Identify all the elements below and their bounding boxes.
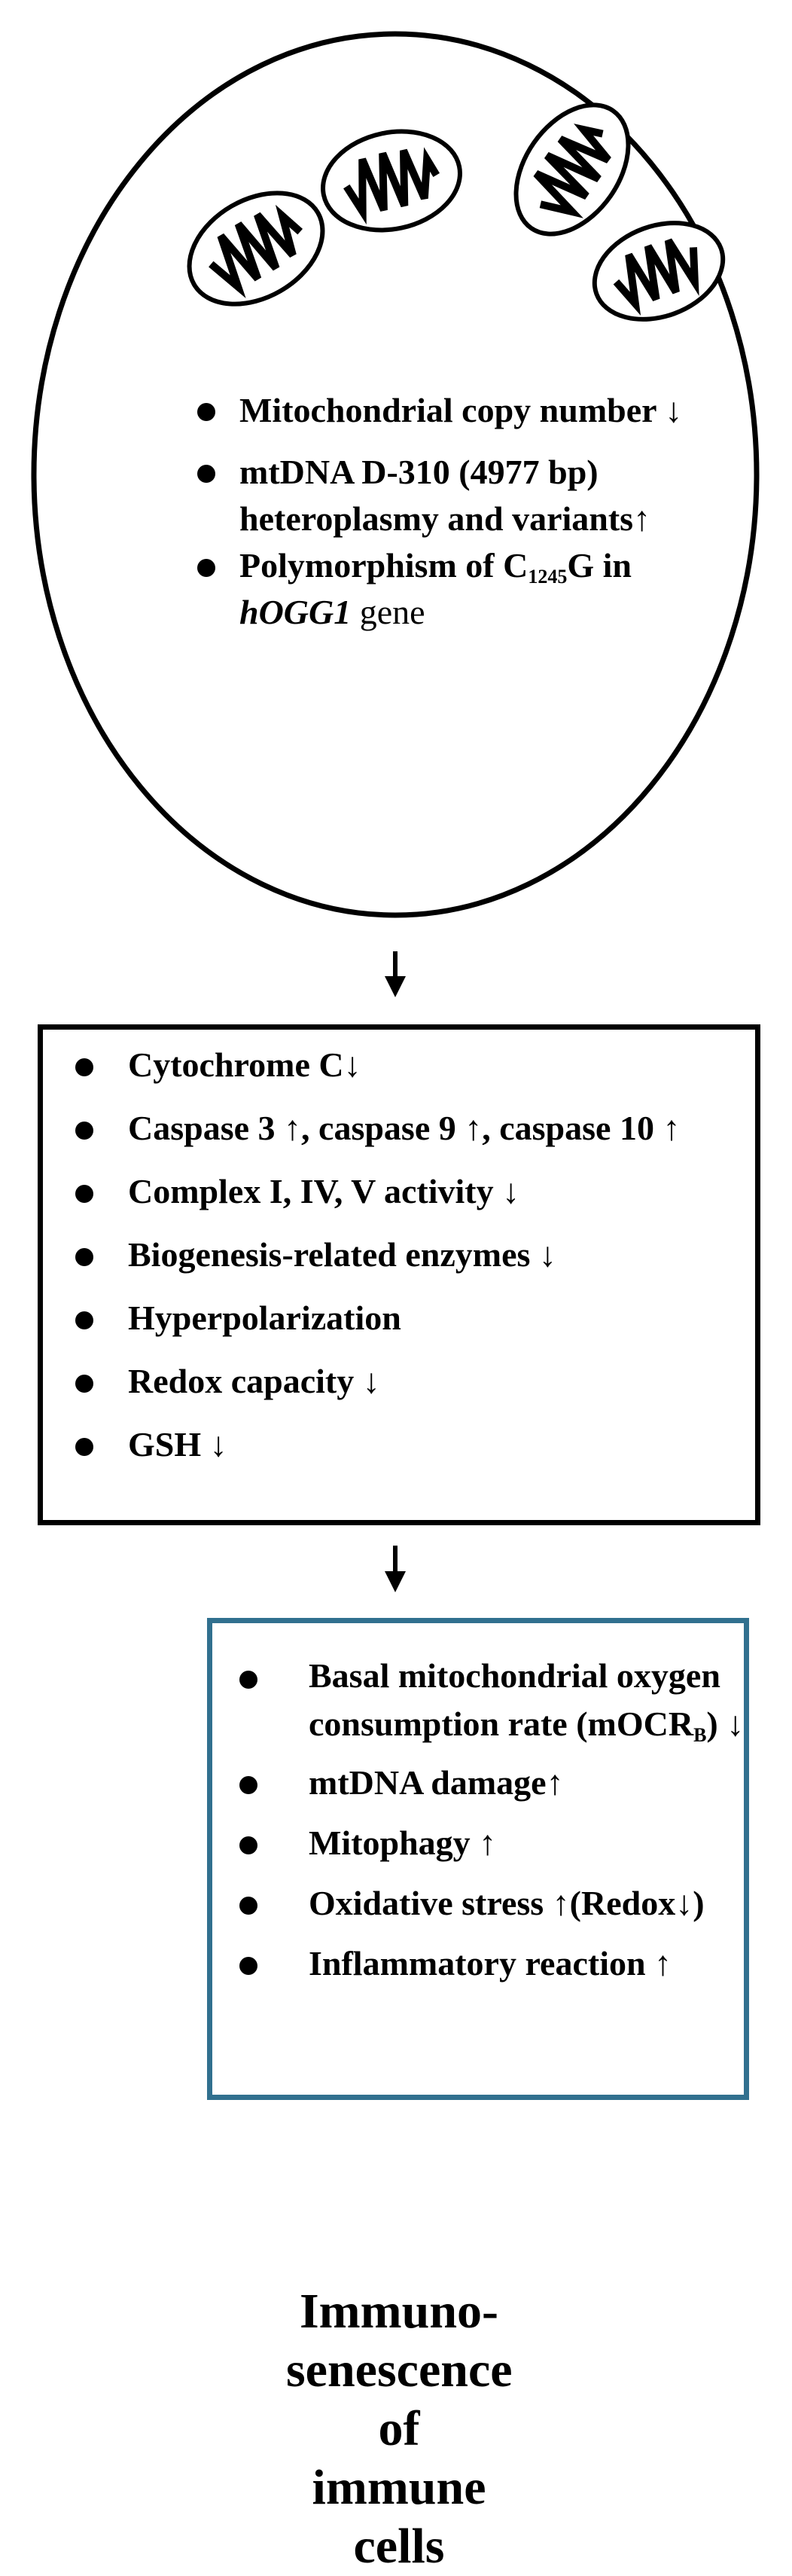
bullet-icon — [239, 1671, 257, 1689]
ocr-subscript: B — [693, 1724, 707, 1746]
diagram-canvas — [31, 31, 760, 1592]
ocr-suffix: ) ↓ — [706, 1705, 745, 1743]
mito-item-polymorphism: Polymorphism of C1245G in — [239, 544, 632, 588]
bullet-icon — [75, 1058, 93, 1076]
gene-suffix: gene — [351, 593, 425, 631]
mitochondrion-icon — [321, 129, 462, 233]
box2-item: mtDNA damage↑ — [309, 1763, 564, 1802]
bullet-icon — [239, 1776, 257, 1794]
mitochondrion-icon — [513, 102, 631, 237]
outcome-line: senescence — [286, 2343, 513, 2397]
bullet-icon — [75, 1375, 93, 1393]
bullet-icon — [239, 1957, 257, 1975]
bullet-icon — [75, 1248, 93, 1266]
box2-item: Mitophagy ↑ — [309, 1824, 497, 1862]
arrow-down-icon — [385, 1546, 406, 1592]
mitochondrion-icon — [592, 221, 726, 322]
bullet-icon — [197, 465, 215, 483]
box1-item: Redox capacity ↓ — [128, 1362, 380, 1400]
outcome-line: of immune — [312, 2401, 486, 2515]
box1-item: Biogenesis-related enzymes ↓ — [128, 1235, 556, 1274]
box1-item: Caspase 3 ↑, caspase 9 ↑, caspase 10 ↑ — [128, 1109, 681, 1147]
bullet-icon — [239, 1836, 257, 1854]
bullet-icon — [75, 1122, 93, 1140]
bullet-icon — [197, 559, 215, 577]
outcome-text: Immuno- senescence of immune cells — [286, 2282, 513, 2576]
box2-item: Inflammatory reaction ↑ — [309, 1944, 672, 1982]
bullet-icon — [239, 1897, 257, 1915]
polymorphism-subscript: 1245 — [528, 566, 568, 588]
polymorphism-suffix: G in — [567, 546, 632, 584]
mito-item-mtdna-line2: heteroplasmy and variants↑ — [239, 499, 651, 538]
mito-item-copy-number: Mitochondrial copy number ↓ — [239, 391, 683, 429]
box1-item: GSH ↓ — [128, 1425, 227, 1463]
box2-item: Oxidative stress ↑(Redox↓) — [309, 1884, 705, 1922]
cell-circle — [31, 31, 760, 918]
box2-item-ocr-line2: consumption rate (mOCRB) ↓ — [309, 1702, 744, 1746]
outcome-line: Immuno- — [299, 2284, 499, 2339]
gene-name: hOGG1 — [239, 593, 352, 631]
box-mitochondrial-dysfunction — [38, 1024, 760, 1525]
bullet-icon — [197, 403, 215, 421]
polymorphism-prefix: Polymorphism of C — [239, 546, 529, 584]
ocr-prefix: consumption rate (mOCR — [309, 1705, 694, 1743]
box1-item: Cytochrome C↓ — [128, 1045, 361, 1084]
box1-item: Hyperpolarization — [128, 1299, 401, 1337]
bullet-icon — [75, 1311, 93, 1329]
mito-item-mtdna-line1: mtDNA D-310 (4977 bp) — [239, 453, 599, 491]
mitochondrion-icon — [187, 191, 325, 307]
arrow-down-icon — [385, 951, 406, 997]
outcome-line: cells — [353, 2519, 445, 2574]
mito-item-gene: hOGG1 gene — [239, 591, 425, 634]
bullet-icon — [75, 1438, 93, 1456]
bullet-icon — [75, 1185, 93, 1203]
box1-item: Complex I, IV, V activity ↓ — [128, 1172, 520, 1210]
box2-item-ocr-line1: Basal mitochondrial oxygen — [309, 1656, 720, 1695]
